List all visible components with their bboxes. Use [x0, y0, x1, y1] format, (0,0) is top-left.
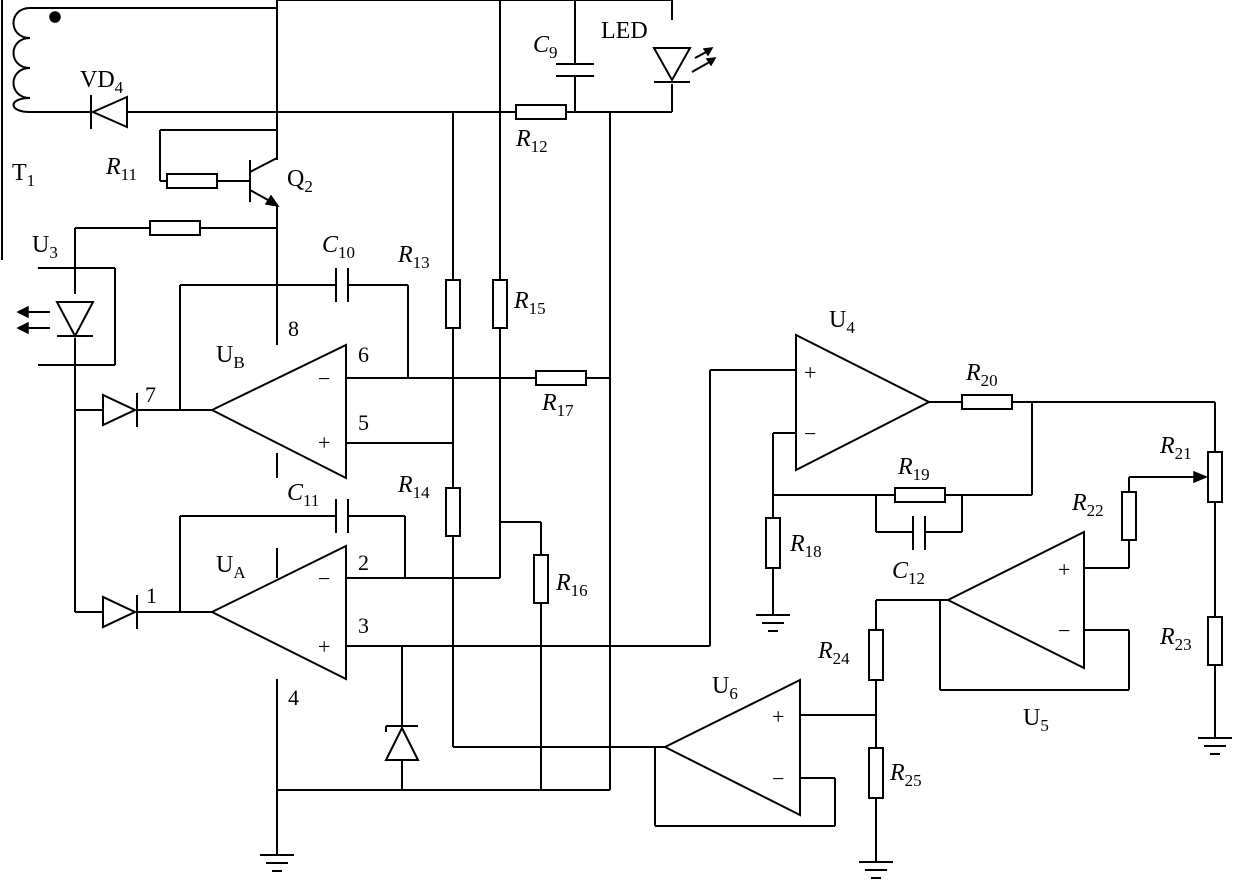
- label-r18: R18: [789, 531, 822, 561]
- capacitor-c12: [912, 516, 926, 550]
- resistor-r14: [445, 487, 461, 537]
- resistor-r17: [535, 370, 587, 386]
- resistor-r16: [533, 554, 549, 604]
- label-r17: R17: [541, 390, 574, 420]
- pin-4: 4: [288, 685, 299, 710]
- label-u4: U4: [829, 307, 855, 337]
- resistor-r13: [445, 279, 461, 329]
- pin-3: 3: [358, 613, 369, 638]
- label-r24: R24: [817, 638, 850, 668]
- label-r22: R22: [1071, 490, 1104, 520]
- u5-minus-sign: −: [1058, 618, 1070, 643]
- label-c12: C12: [892, 558, 925, 588]
- resistor-r24: [868, 629, 884, 681]
- resistor-r18: [765, 517, 781, 569]
- ground-symbol-r23: [1198, 737, 1232, 755]
- u6-minus-sign: −: [772, 766, 784, 791]
- pin-7: 7: [145, 382, 156, 407]
- label-r25: R25: [889, 760, 922, 790]
- opamp-ua: [209, 544, 347, 681]
- label-r23: R23: [1159, 624, 1192, 654]
- opamp-u5: [945, 530, 1085, 670]
- capacitor-c9: [556, 63, 594, 77]
- label-r12: R12: [515, 126, 548, 156]
- label-vd4: VD4: [80, 67, 124, 97]
- diode-pin1: [102, 595, 138, 629]
- transformer-t1: T1: [1, 0, 61, 260]
- label-r16: R16: [555, 570, 588, 600]
- ub-plus-sign: +: [318, 430, 330, 455]
- label-led: LED: [601, 18, 648, 44]
- optocoupler-u3: [16, 301, 95, 339]
- pin-6: 6: [358, 342, 369, 367]
- label-c10: C10: [322, 232, 355, 262]
- transistor-q2: [249, 157, 280, 208]
- pin-5: 5: [358, 410, 369, 435]
- label-u6: U6: [712, 673, 738, 703]
- resistor-r22: [1121, 491, 1137, 541]
- resistor-r23: [1207, 616, 1223, 666]
- u6-plus-sign: +: [772, 704, 784, 729]
- u5-plus-sign: +: [1058, 557, 1070, 582]
- label-u5: U5: [1023, 705, 1049, 735]
- potentiometer-r21: [1193, 451, 1223, 503]
- opamp-u4: [795, 333, 932, 472]
- opamp-u6: [662, 678, 801, 817]
- label-r15: R15: [513, 288, 546, 318]
- resistor-r15: [492, 279, 508, 329]
- ua-plus-sign: +: [318, 634, 330, 659]
- label-r20: R20: [965, 360, 998, 390]
- ground-symbol-r25: [859, 861, 893, 879]
- label-r21: R21: [1159, 433, 1192, 463]
- label-ua: UA: [216, 552, 246, 582]
- led-indicator: [652, 47, 717, 83]
- resistor-r12: [515, 104, 567, 120]
- u4-plus-sign: +: [804, 360, 816, 385]
- capacitor-c11: [335, 499, 349, 533]
- resistor-u3-drive: [149, 220, 201, 236]
- zener-diode: [384, 725, 420, 761]
- pin-1: 1: [146, 583, 157, 608]
- label-c9: C9: [533, 32, 558, 62]
- label-q2: Q2: [287, 166, 313, 196]
- label-r19: R19: [897, 454, 930, 484]
- resistor-r19: [894, 487, 946, 503]
- label-r13: R13: [397, 242, 430, 272]
- svg-text:T1: T1: [12, 160, 35, 190]
- wires: [30, 0, 1216, 862]
- opamp-ub: [209, 343, 347, 480]
- ua-minus-sign: −: [318, 566, 330, 591]
- ground-symbol-r18: [756, 614, 790, 632]
- resistor-r11: [166, 173, 218, 189]
- capacitor-c10: [335, 268, 349, 302]
- pin-2: 2: [358, 550, 369, 575]
- diode-pin7: [102, 393, 138, 427]
- label-c11: C11: [287, 480, 319, 510]
- ub-minus-sign: −: [318, 366, 330, 391]
- pin-8: 8: [288, 316, 299, 341]
- ground-symbol-main: [260, 854, 294, 872]
- diode-vd4: [90, 95, 128, 129]
- u4-minus-sign: −: [804, 421, 816, 446]
- resistor-r20: [961, 394, 1013, 410]
- resistor-r25: [868, 747, 884, 799]
- label-r11: R11: [105, 154, 137, 184]
- label-u3: U3: [32, 232, 58, 262]
- label-r14: R14: [397, 472, 430, 502]
- label-ub: UB: [216, 342, 245, 372]
